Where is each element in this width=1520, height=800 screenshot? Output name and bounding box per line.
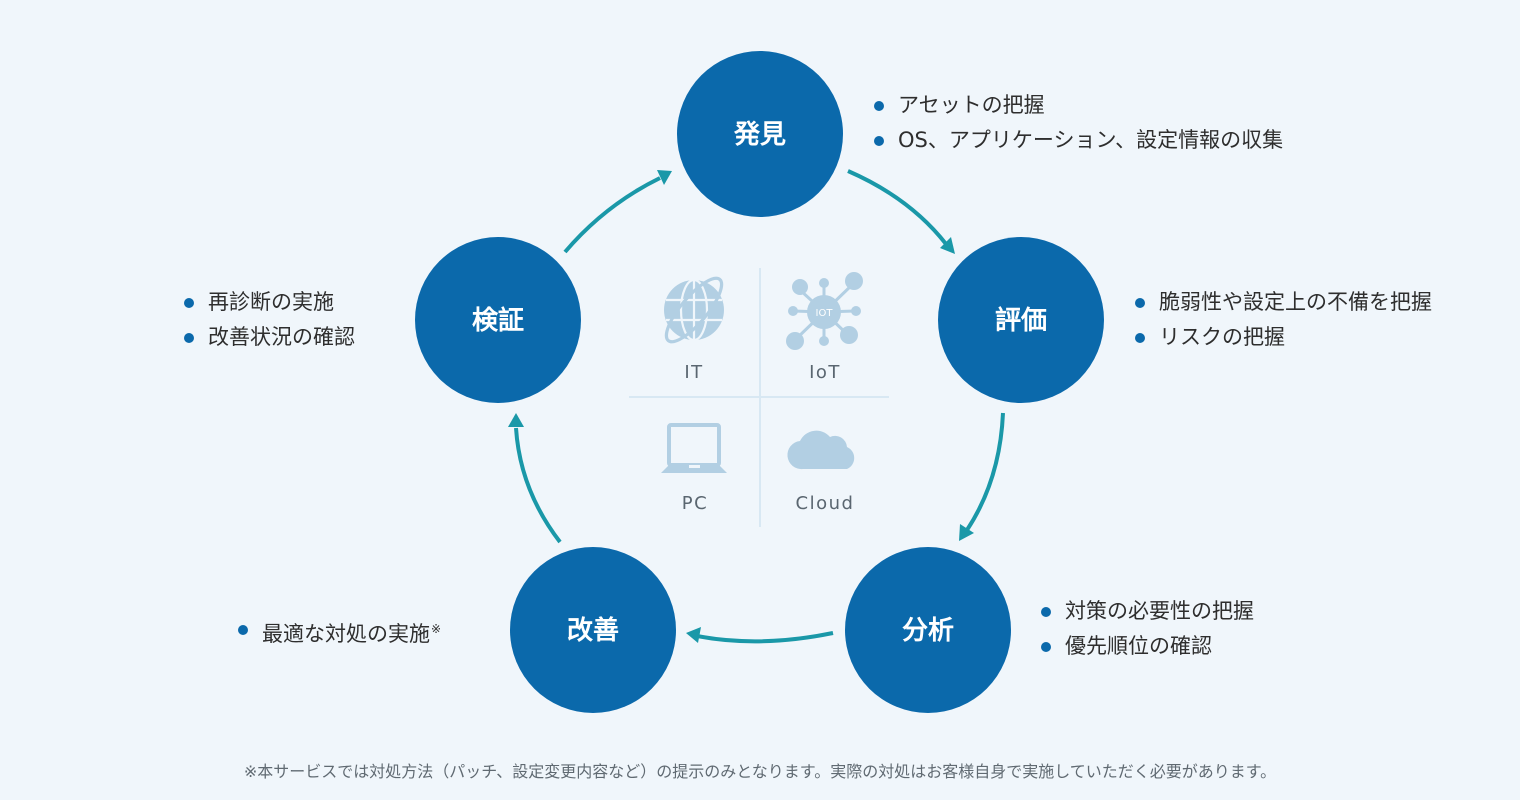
- stage-discover: 発見: [677, 51, 843, 217]
- target-label: IT: [684, 362, 703, 383]
- bullet-dot: [874, 136, 884, 146]
- stage-label: 分析: [902, 616, 954, 646]
- arrow-improve-to-verify: [514, 427, 562, 544]
- bullet-item: リスクの把握: [1133, 320, 1432, 355]
- target-cloud: Cloud: [787, 430, 855, 514]
- bullet-dot: [1041, 607, 1051, 617]
- bullet-text: 対策の必要性の把握: [1065, 599, 1254, 623]
- bullet-item: OS、アプリケーション、設定情報の収集: [872, 123, 1283, 158]
- bullet-dot: [238, 625, 248, 635]
- arrow-head-improve-arrow: [686, 627, 701, 643]
- stage-bullets-verify: 再診断の実施 改善状況の確認: [182, 285, 355, 355]
- target-label: Cloud: [796, 493, 855, 514]
- bullet-dot: [184, 298, 194, 308]
- bullet-item: 再診断の実施: [182, 285, 355, 320]
- bullet-dot: [1135, 333, 1145, 343]
- bullet-dot: [1135, 298, 1145, 308]
- stage-bullets-improve: 最適な対処の実施※: [236, 612, 441, 652]
- bullet-text: 再診断の実施: [208, 290, 334, 314]
- stage-label: 改善: [567, 615, 619, 646]
- stage-label: 発見: [733, 120, 786, 150]
- cloud-icon: [787, 430, 855, 470]
- bullet-text: アセットの把握: [898, 93, 1045, 117]
- bullet-item: 最適な対処の実施※: [236, 612, 441, 652]
- stage-label: 検証: [472, 305, 524, 336]
- stage-circle: [845, 547, 1011, 713]
- arrow-evaluate-to-analyze: [965, 412, 1005, 532]
- stage-label: 評価: [995, 305, 1047, 336]
- bullet-text: OS、アプリケーション、設定情報の収集: [898, 128, 1284, 152]
- bullet-item: 脆弱性や設定上の不備を把握: [1133, 285, 1432, 320]
- arrow-verify-to-discover: [563, 176, 661, 254]
- stage-bullets-analyze: 対策の必要性の把握 優先順位の確認: [1039, 594, 1254, 664]
- stage-analyze: 分析: [845, 547, 1011, 713]
- bullet-item: 改善状況の確認: [182, 320, 355, 355]
- iot-badge: IOT: [816, 308, 834, 319]
- stage-evaluate: 評価: [938, 237, 1104, 403]
- bullet-dot: [184, 333, 194, 343]
- arrow-head-discover-to-evaluate: [940, 237, 955, 254]
- stage-circle: [938, 237, 1104, 403]
- footnote-mark: ※: [431, 622, 442, 636]
- stage-circle: [677, 51, 843, 217]
- stage-verify: 検証: [415, 237, 581, 403]
- bullet-item: アセットの把握: [872, 88, 1283, 123]
- stage-bullets-evaluate: 脆弱性や設定上の不備を把握 リスクの把握: [1133, 285, 1432, 355]
- target-label: PC: [682, 493, 708, 514]
- center-targets-grid: IT: [629, 268, 889, 527]
- iot-network-icon: IOT: [786, 272, 863, 350]
- bullet-item: 対策の必要性の把握: [1039, 594, 1254, 629]
- bullet-text: 脆弱性や設定上の不備を把握: [1159, 290, 1432, 314]
- stage-bullets-discover: アセットの把握 OS、アプリケーション、設定情報の収集: [872, 88, 1283, 158]
- cycle-arrows: [508, 169, 1005, 644]
- arrow-analyze-to-improve: [696, 631, 834, 644]
- bullet-dot: [874, 101, 884, 111]
- bullet-text: 優先順位の確認: [1065, 634, 1212, 658]
- target-label: IoT: [809, 362, 841, 383]
- arrow-head-verify-to-discover: [657, 170, 672, 185]
- target-iot: IOT IoT: [786, 272, 863, 383]
- bullet-text: 改善状況の確認: [208, 325, 355, 349]
- arrow-discover-to-evaluate: [847, 169, 948, 246]
- stage-improve: 改善: [510, 547, 676, 713]
- arrow-head-evaluate-to-analyze: [959, 524, 974, 541]
- arrow-head-improve-to-verify: [508, 413, 524, 427]
- globe-icon: [664, 276, 724, 344]
- bullet-dot: [1041, 642, 1051, 652]
- stage-circle: [415, 237, 581, 403]
- stage-circle: [510, 547, 676, 713]
- laptop-icon: [661, 423, 727, 473]
- target-pc: PC: [661, 423, 727, 514]
- footnote: ※本サービスでは対処方法（パッチ、設定変更内容など）の提示のみとなります。実際の…: [243, 762, 1277, 781]
- bullet-text: 最適な対処の実施: [262, 622, 430, 646]
- target-it: IT: [664, 276, 724, 383]
- bullet-item: 優先順位の確認: [1039, 629, 1254, 664]
- bullet-text: リスクの把握: [1159, 325, 1285, 349]
